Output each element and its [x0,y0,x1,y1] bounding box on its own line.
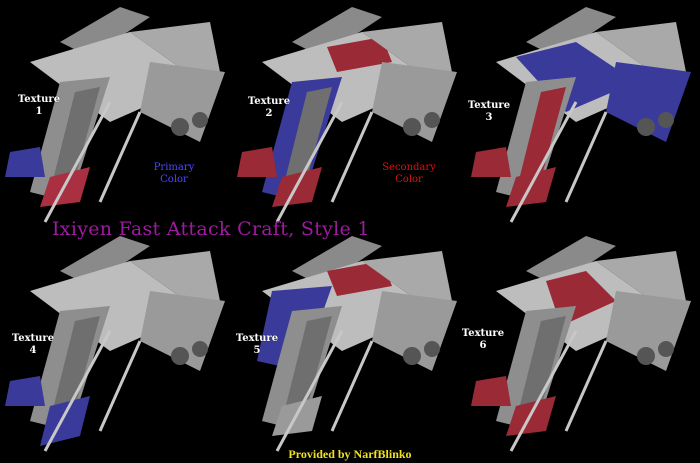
texture-label-text: Texture [11,333,55,344]
ship-texture-2 [232,2,462,234]
texture-label-1: Texture 1 [16,94,62,118]
ship-texture-1 [0,2,230,234]
texture-label-text: Texture [247,96,291,107]
texture-label-text: Texture [17,94,61,105]
ship-render [5,7,225,223]
texture-label-4: Texture 4 [10,333,56,357]
texture-number: 2 [265,108,273,119]
primary-color-line2: Color [160,174,188,185]
texture-label-text: Texture [235,333,279,344]
credit-text: Provided by NarfBlinko [288,447,412,461]
primary-color-line1: Primary [153,162,195,173]
texture-number: 4 [29,345,37,356]
ship-texture-6 [466,231,696,463]
texture-number: 6 [479,340,487,351]
texture-label-text: Texture [467,100,511,111]
texture-label-3: Texture 3 [466,100,512,124]
ship-render [5,236,225,452]
texture-label-5: Texture 5 [234,333,280,357]
texture-number: 5 [253,345,261,356]
secondary-color-line2: Color [395,174,423,185]
ship-render [257,236,457,452]
primary-color-legend: Primary Color [150,162,198,186]
ship-render [471,236,691,452]
ship-texture-3 [466,2,696,234]
texture-label-6: Texture 6 [460,328,506,352]
texture-label-2: Texture 2 [246,96,292,120]
texture-number: 3 [485,112,493,123]
texture-number: 1 [35,106,43,117]
ship-texture-4 [0,231,230,463]
texture-label-text: Texture [461,328,505,339]
ship-texture-5 [232,231,462,463]
ship-render [471,7,691,223]
secondary-color-legend: Secondary Color [380,162,438,186]
secondary-color-line1: Secondary [382,162,436,173]
ship-render [237,7,457,223]
page-title: Ixiyen Fast Attack Craft, Style 1 [52,218,370,240]
